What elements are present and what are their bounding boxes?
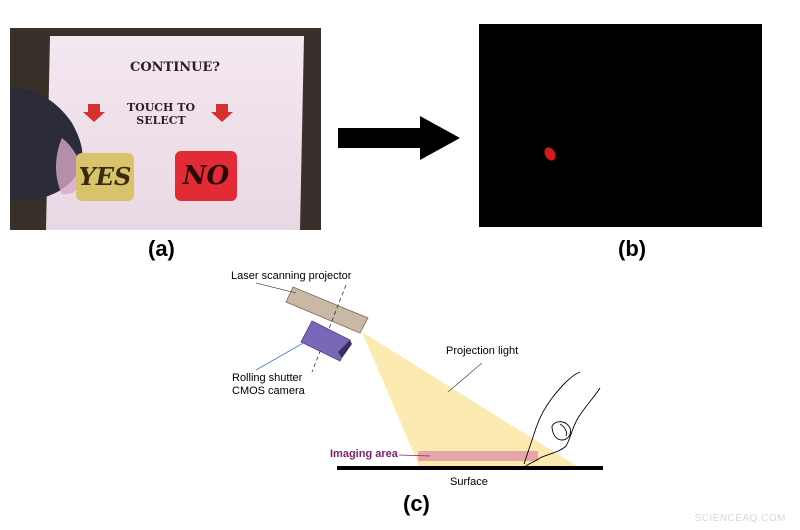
red-touch-spot: [544, 147, 556, 161]
panel-label-a: (a): [148, 236, 175, 261]
label-imaging-area: Imaging area: [330, 448, 399, 460]
optical-axis-dashed: [311, 284, 347, 373]
leader-camera: [255, 341, 306, 371]
panel-label-c: (c): [403, 491, 430, 516]
leader-projection-light: [447, 362, 483, 393]
photo-panel-a: CONTINUE? TOUCH TO SELECT YES NO: [10, 28, 321, 230]
projected-screen-photo: [10, 28, 321, 230]
watermark: SCIENCEAQ.COM: [694, 513, 786, 524]
surface-line: [337, 466, 603, 470]
leader-imaging-area: [398, 454, 431, 457]
yes-label: YES: [78, 162, 132, 191]
projection-light-beam: [362, 332, 580, 468]
screen-title: CONTINUE?: [129, 60, 221, 75]
imaging-area-band: [418, 451, 538, 461]
leader-projector: [255, 282, 297, 294]
label-camera-line2: CMOS camera: [232, 385, 306, 397]
laser-projector-box: [285, 286, 369, 334]
label-camera-line1: Rolling shutter: [232, 372, 303, 384]
right-arrow-icon: [338, 116, 460, 160]
down-arrow-right-icon: [211, 104, 233, 122]
panel-label-b: (b): [618, 236, 647, 261]
down-arrow-left-icon: [83, 104, 105, 122]
screen-instruction: TOUCH TO SELECT: [126, 101, 196, 127]
label-laser-projector: Laser scanning projector: [231, 270, 352, 282]
red-spot-image: [544, 147, 556, 161]
label-surface: Surface: [450, 476, 488, 488]
photo-panel-b: [479, 24, 762, 227]
yes-button-shape: [76, 153, 134, 201]
no-button-shape: [175, 151, 237, 201]
hand-outline-icon: [523, 371, 601, 467]
camera-icon: [300, 320, 352, 362]
label-projection-light: Projection light: [446, 345, 518, 357]
no-label: NO: [182, 161, 230, 191]
